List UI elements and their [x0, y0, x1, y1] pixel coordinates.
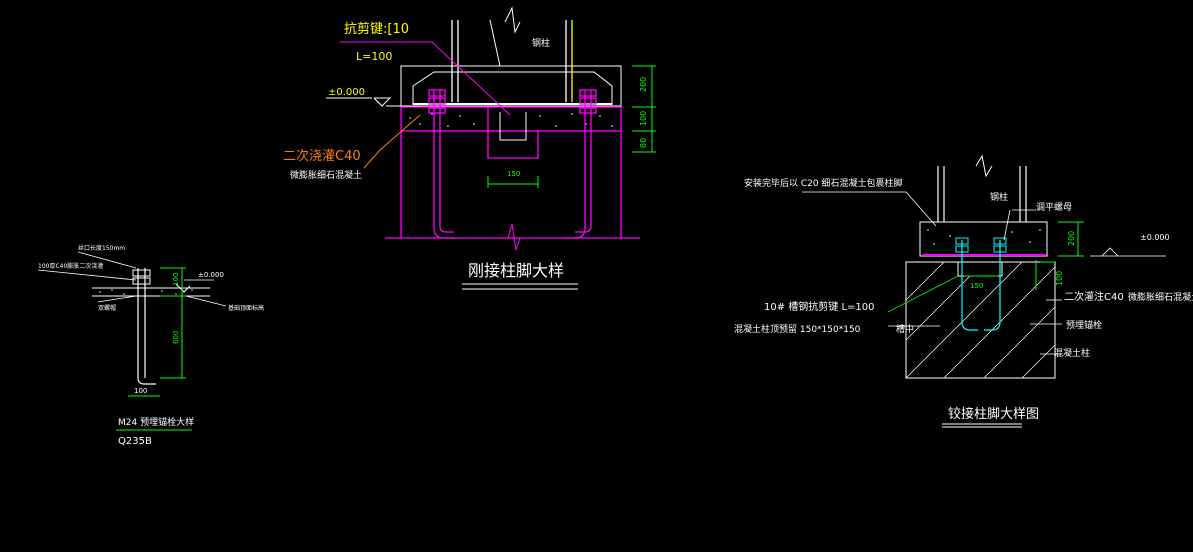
pinned-nut-label: 调平螺母 [1036, 202, 1072, 213]
pinned-steel-column-label: 钢柱 [990, 191, 1008, 203]
anchor-subtitle: Q235B [118, 436, 152, 447]
pinned-joint-detail: 安装完毕后以 C20 细石混凝土包裹柱脚 钢柱 调平螺母 ±0.000 二次灌注… [734, 154, 1193, 428]
pinned-dim-200: 200 [1067, 231, 1076, 246]
rigid-length-label: L=100 [356, 50, 392, 63]
grout-hatch [409, 113, 613, 127]
anchor-dim-600: 600 [172, 331, 180, 344]
pinned-shear-label: 10# 槽钢抗剪键 L=100 [764, 300, 875, 313]
anchor-title: M24 预埋锚栓大样 [118, 416, 194, 428]
pinned-concrete-label: 混凝土柱 [1054, 347, 1090, 359]
rigid-dim-200: 200 [639, 77, 648, 92]
rigid-dim-150: 150 [507, 170, 520, 178]
rigid-joint-detail: 抗剪键:[10 L=100 ±0.000 二次浇灌C40 微膨胀细石混凝土 钢柱… [283, 6, 656, 290]
rigid-shear-key-label: 抗剪键:[10 [344, 21, 409, 37]
rigid-grout-sub-label: 微膨胀细石混凝土 [290, 169, 362, 181]
pinned-grout-label: 二次灌注C40 [1064, 290, 1124, 303]
pinned-dim-100: 100 [1055, 271, 1064, 286]
anchor-level-label: ±0.000 [198, 271, 224, 279]
anchor-nut-label: 双螺帽 [98, 304, 116, 312]
pinned-level-label: ±0.000 [1140, 233, 1170, 242]
pinned-title: 铰接柱脚大样图 [948, 406, 1039, 422]
anchor-dim-bottom: 100 [134, 387, 147, 395]
pinned-anchor-label: 预埋锚栓 [1066, 319, 1102, 331]
rigid-level-label: ±0.000 [328, 87, 365, 98]
anchor-top-label: 丝口长度150mm [78, 244, 125, 252]
pinned-top-label: 安装完毕后以 C20 细石混凝土包裹柱脚 [744, 177, 902, 189]
pinned-slot-label: 混凝土柱顶预留 150*150*150 [734, 323, 861, 335]
rigid-title: 刚接柱脚大样 [468, 261, 564, 280]
anchor-bolt-detail: 丝口长度150mm 100厚C40膨胀二次浇灌 双螺帽 ±0.000 基础顶面标… [37, 244, 264, 447]
rigid-steel-column-label: 钢柱 [532, 37, 550, 49]
anchor-plate-label: 100厚C40膨胀二次浇灌 [38, 262, 103, 270]
pinned-slot-word-label: 槽中 [896, 323, 914, 335]
rigid-dim-100: 100 [639, 111, 648, 126]
rigid-grout-label: 二次浇灌C40 [283, 148, 361, 164]
anchor-side-label: 基础顶面标高 [228, 304, 264, 312]
anchor-dim-100: 100 [172, 273, 180, 286]
pinned-grout-sub-label: 微膨胀细石混凝土 [1128, 291, 1193, 303]
pinned-dim-150: 150 [970, 282, 983, 290]
rigid-dim-80: 80 [639, 138, 648, 148]
